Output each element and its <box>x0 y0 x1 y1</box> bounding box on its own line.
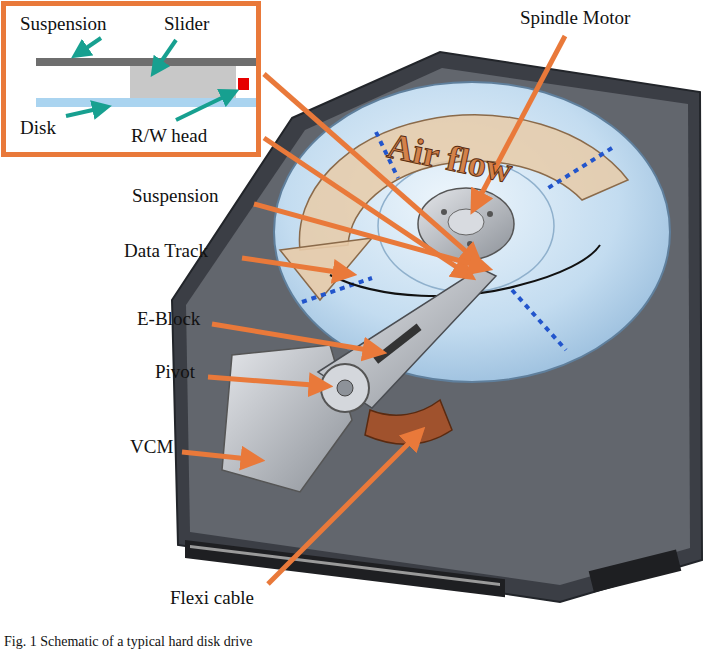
part-label: Disk <box>20 118 56 139</box>
platter <box>274 82 670 382</box>
pivot <box>321 364 369 412</box>
part-label: E-Block <box>137 309 200 330</box>
figure-caption: Fig. 1 Schematic of a typical hard disk … <box>4 634 252 649</box>
spindle-cap <box>448 209 484 235</box>
pivot-center <box>337 380 353 396</box>
actuator-arm <box>318 268 496 408</box>
inset-box: Suspension SliderDisk R/W head <box>1 1 261 157</box>
part-label: Suspension <box>20 14 107 35</box>
part-label: Data Track <box>124 241 208 262</box>
flexi-cable <box>365 400 452 444</box>
pin-row <box>190 545 500 586</box>
screw <box>467 241 473 247</box>
drive-floor <box>186 68 690 585</box>
part-label: Pivot <box>155 362 195 383</box>
part-label: Suspension <box>132 186 219 207</box>
part-label: Spindle Motor <box>520 8 630 29</box>
part-label: VCM <box>130 437 173 458</box>
screw <box>441 209 447 215</box>
part-label: R/W head <box>131 126 207 147</box>
screw <box>487 211 493 217</box>
power-connector <box>589 549 682 592</box>
part-label: Slider <box>164 14 209 35</box>
part-label: Flexi cable <box>170 588 254 609</box>
e-block-slot <box>373 324 421 364</box>
